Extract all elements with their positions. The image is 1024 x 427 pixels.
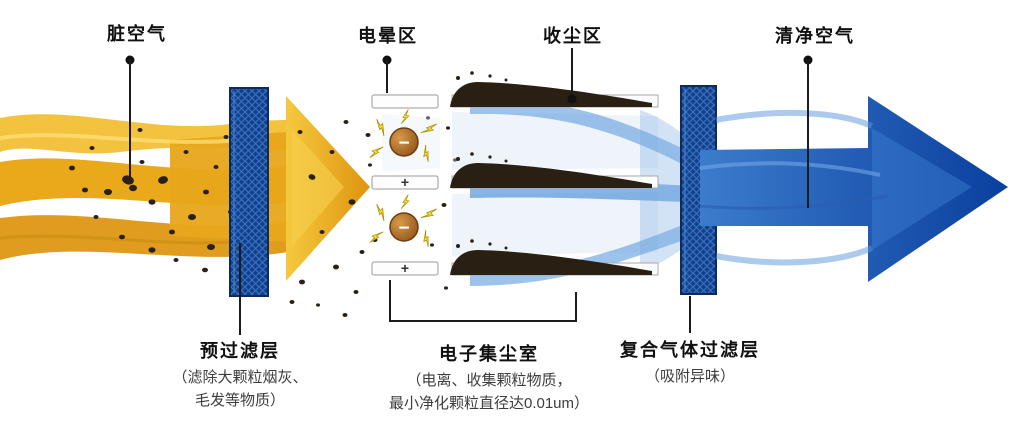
pre-filter-title: 预过滤层: [199, 341, 280, 361]
composite-filter-label-group: 复合气体过滤层 （吸附异味）: [620, 336, 760, 389]
collected-dust-piles: [450, 71, 652, 275]
clean-air-label: 清净空气: [775, 26, 855, 46]
pre-filter-label-group: 预过滤层 （滤除大颗粒烟灰、 毛发等物质）: [172, 337, 307, 412]
composite-filter-desc-line1: （吸附异味）: [644, 368, 735, 385]
pre-filter-panel: [229, 87, 269, 297]
corona-zone-label: 电晕区: [358, 26, 418, 46]
plus-symbol-middle: +: [401, 174, 409, 190]
dust-chamber-label-group: 电子集尘室 （电离、收集颗粒物质， 最小净化颗粒直径达0.01um）: [389, 340, 589, 415]
dust-zone-dot: [567, 94, 577, 104]
corona-electrodes: − −: [368, 108, 439, 248]
pre-filter-desc-line1: （滤除大颗粒烟灰、: [172, 369, 308, 386]
dust-chamber-desc-line1: （电离、收集颗粒物质，: [406, 372, 572, 389]
minus-symbol-top: −: [398, 133, 409, 154]
dirty-air-flow-arrow: [0, 96, 370, 281]
dust-chamber-title: 电子集尘室: [438, 344, 539, 364]
plus-symbol-bottom: +: [401, 260, 409, 276]
ionization-mist: [382, 112, 658, 256]
composite-filter-desc: （吸附异味）: [620, 366, 760, 389]
dirty-air-label: 脏空气: [107, 24, 167, 44]
pre-filter-desc-line2: 毛发等物质）: [194, 391, 286, 409]
minus-symbol-bottom: −: [398, 218, 409, 239]
dust-chamber-bracket: [389, 280, 577, 322]
pre-filter-desc: （滤除大颗粒烟灰、 毛发等物质）: [172, 367, 307, 412]
clean-air-arrow: [699, 96, 1008, 282]
dust-zone-label: 收尘区: [543, 26, 603, 46]
dust-chamber-desc: （电离、收集颗粒物质， 最小净化颗粒直径达0.01um）: [389, 370, 589, 415]
dust-chamber-desc-line2: 最小净化颗粒直径达0.01um）: [388, 394, 590, 412]
composite-filter-title: 复合气体过滤层: [620, 340, 760, 360]
callout-lines: [125, 48, 813, 335]
